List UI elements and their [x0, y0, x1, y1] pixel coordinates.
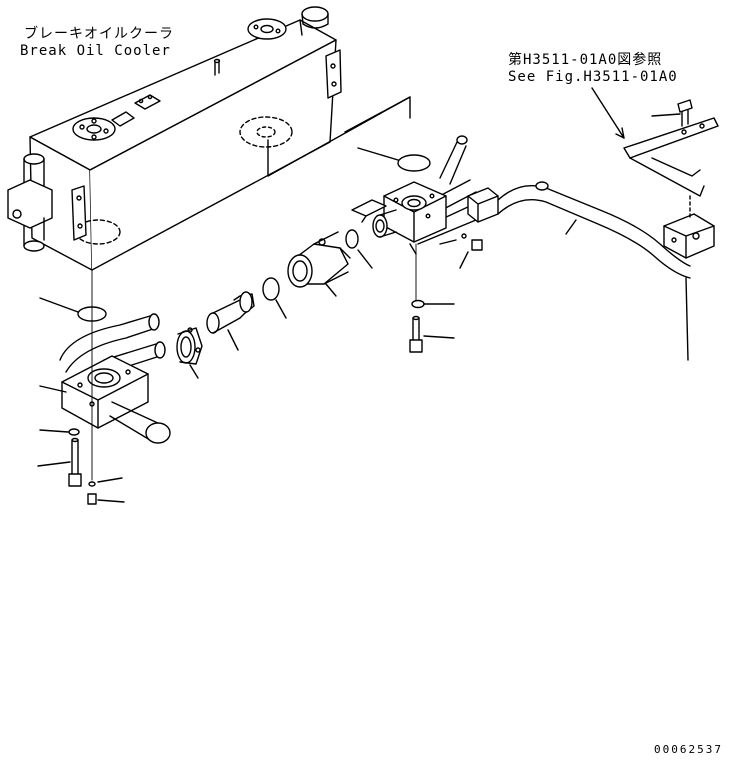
cooler-label-japanese: ブレーキオイルクーラ	[24, 26, 174, 42]
leader-washer-left	[40, 430, 68, 432]
bolt-right	[410, 317, 422, 353]
leader-o-ring-middle	[276, 300, 286, 318]
cooler-label-english: Break Oil Cooler	[20, 43, 171, 59]
drawing-number: 00062537	[654, 743, 723, 756]
gasket-oval-right	[398, 155, 430, 171]
o-ring-right	[346, 230, 358, 248]
leader-plug-right	[460, 252, 468, 268]
cooler-side-port	[8, 154, 52, 251]
washer-right	[412, 301, 424, 308]
leader-long-pipe	[566, 220, 576, 234]
small-pin	[462, 234, 466, 238]
reference-label-english: See Fig.H3511-01A0	[508, 69, 678, 85]
leader-bolt-left	[38, 462, 70, 466]
valve-block-right	[352, 136, 498, 244]
plug-left	[88, 494, 96, 504]
long-pipe	[498, 182, 714, 278]
leader-hex-adapter	[326, 284, 336, 296]
reference-leader	[592, 88, 624, 138]
leader-bolt-right	[424, 336, 454, 338]
leader-gasket	[40, 298, 78, 312]
hose-nipple	[207, 292, 254, 333]
leader-cooler-top	[345, 97, 410, 132]
leader-end-block	[686, 278, 688, 360]
leader-bracket-bolt	[652, 114, 680, 116]
washer-left	[69, 429, 79, 435]
oil-cooler-body	[30, 7, 341, 270]
hose-clamp	[177, 328, 202, 364]
o-ring-middle	[263, 278, 279, 300]
leader-o-ring-right	[358, 250, 372, 268]
reference-arrow-icon	[616, 128, 624, 138]
leader-pin	[440, 240, 456, 244]
leader-nipple	[228, 330, 238, 350]
plug-right	[472, 240, 482, 250]
leader-small-washer	[98, 478, 122, 482]
small-washer	[89, 482, 95, 486]
leader-plug-left	[98, 500, 124, 502]
reference-label-japanese: 第H3511-01A0図参照	[508, 52, 663, 68]
bracket-bolt	[678, 100, 692, 126]
elbow-block-left	[60, 314, 170, 443]
leader-gasket-right	[358, 148, 398, 160]
leader-elbow	[40, 386, 66, 392]
pipe-bracket	[624, 118, 718, 196]
leader-cooler-flange	[268, 97, 410, 176]
hex-adapter	[288, 232, 350, 287]
bolt-left	[69, 439, 81, 487]
leader-valve-block	[410, 244, 416, 254]
leader-clamp	[190, 365, 198, 378]
